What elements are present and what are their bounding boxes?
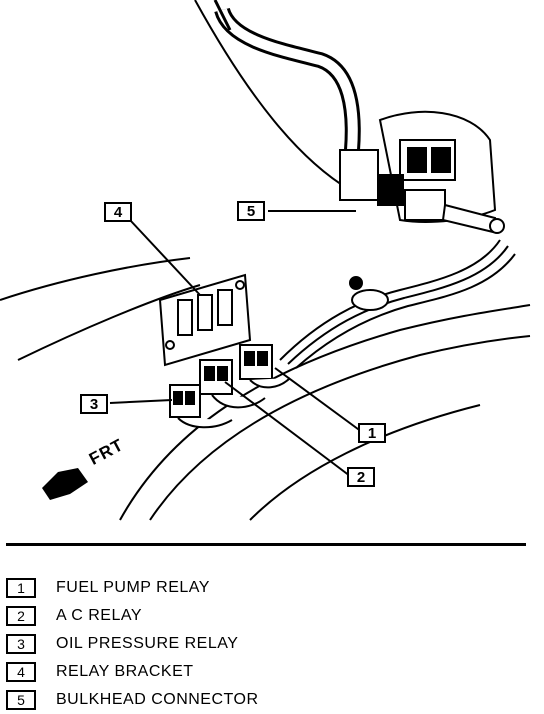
lower-body-line <box>0 257 191 301</box>
oil-pressure-relay <box>169 384 233 429</box>
legend-number: 5 <box>6 690 36 710</box>
legend-item: 5 BULKHEAD CONNECTOR <box>6 686 526 714</box>
legend-item: 2 A C RELAY <box>6 602 526 630</box>
legend-number: 1 <box>6 578 36 598</box>
leader-lines <box>109 210 363 477</box>
legend-label: OIL PRESSURE RELAY <box>56 635 239 652</box>
callout-1: 1 <box>358 423 386 443</box>
legend-number: 2 <box>6 606 36 626</box>
legend-number: 4 <box>6 662 36 682</box>
fender-edge <box>119 304 531 521</box>
fender-lower <box>249 404 481 521</box>
front-arrow-icon <box>42 468 88 500</box>
legend-label: RELAY BRACKET <box>56 663 194 680</box>
legend-number: 3 <box>6 634 36 654</box>
legend-divider <box>6 543 526 546</box>
ac-relay <box>199 359 266 409</box>
legend: 1 FUEL PUMP RELAY 2 A C RELAY 3 OIL PRES… <box>6 574 526 714</box>
legend-label: A C RELAY <box>56 607 143 624</box>
callout-2: 2 <box>347 467 375 487</box>
callout-5: 5 <box>237 201 265 221</box>
main-harness <box>213 0 361 151</box>
engine-compartment-illustration <box>0 0 531 521</box>
legend-item: 4 RELAY BRACKET <box>6 658 526 686</box>
panel-edge-left <box>17 284 201 361</box>
fender-harness <box>279 239 516 369</box>
legend-item: 3 OIL PRESSURE RELAY <box>6 630 526 658</box>
legend-item: 1 FUEL PUMP RELAY <box>6 574 526 602</box>
legend-label: BULKHEAD CONNECTOR <box>56 691 259 708</box>
relay-bracket <box>158 273 252 367</box>
fender-inner <box>149 335 531 521</box>
callout-3: 3 <box>80 394 108 414</box>
panel-edge-upper <box>194 0 351 191</box>
bulkhead-connector <box>339 110 505 234</box>
legend-label: FUEL PUMP RELAY <box>56 579 210 596</box>
callout-4: 4 <box>104 202 132 222</box>
fuel-pump-relay <box>239 344 291 389</box>
